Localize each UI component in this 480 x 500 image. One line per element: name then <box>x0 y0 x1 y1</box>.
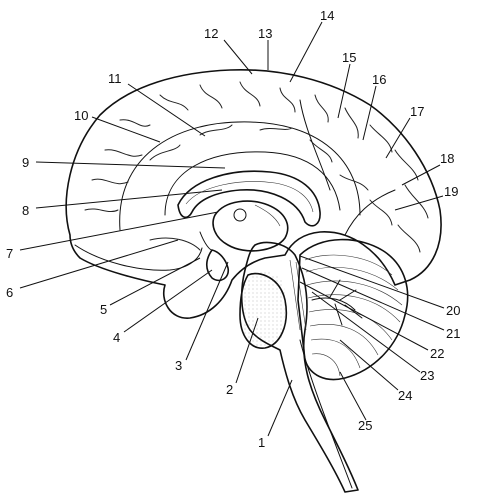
label-25: 25 <box>358 418 372 433</box>
label-6: 6 <box>6 285 13 300</box>
label-13: 13 <box>258 26 272 41</box>
corpus-callosum <box>177 170 321 227</box>
label-5: 5 <box>100 302 107 317</box>
label-15: 15 <box>342 50 356 65</box>
label-24: 24 <box>398 388 412 403</box>
label-8: 8 <box>22 203 29 218</box>
label-21: 21 <box>446 326 460 341</box>
label-18: 18 <box>440 151 454 166</box>
leader-lines <box>19 21 445 437</box>
label-23: 23 <box>420 368 434 383</box>
label-11: 11 <box>108 71 122 86</box>
cortical-sulci <box>84 81 429 253</box>
label-17: 17 <box>410 104 424 119</box>
label-10: 10 <box>74 108 88 123</box>
thalamus <box>212 200 289 252</box>
label-19: 19 <box>444 184 458 199</box>
label-7: 7 <box>6 246 13 261</box>
label-16: 16 <box>372 72 386 87</box>
pituitary <box>205 249 230 282</box>
label-1: 1 <box>258 435 265 450</box>
label-22: 22 <box>430 346 444 361</box>
cingulate-gyrus <box>164 151 341 216</box>
label-20: 20 <box>446 303 460 318</box>
label-3: 3 <box>175 358 182 373</box>
label-4: 4 <box>113 330 120 345</box>
label-9: 9 <box>22 155 29 170</box>
number-labels: 1 2 3 4 5 6 7 8 9 10 11 12 13 14 15 16 1… <box>6 8 460 450</box>
label-12: 12 <box>204 26 218 41</box>
label-14: 14 <box>320 8 334 23</box>
label-2: 2 <box>226 382 233 397</box>
cerebellum <box>297 238 409 381</box>
